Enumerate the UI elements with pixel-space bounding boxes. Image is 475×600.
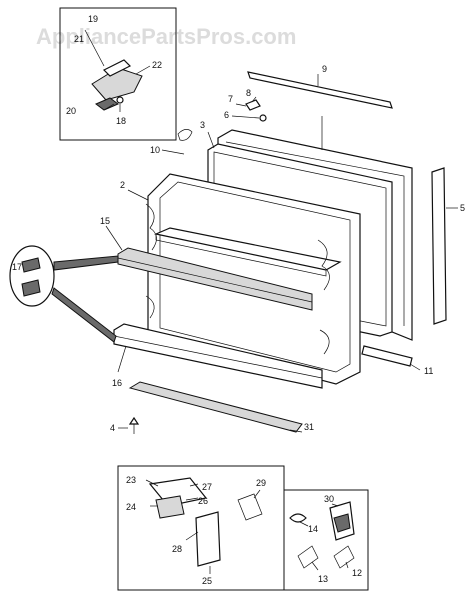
callout-7: 7 bbox=[228, 94, 233, 104]
callout-12: 12 bbox=[352, 568, 362, 578]
liner-shelf bbox=[154, 227, 342, 271]
callout-29: 29 bbox=[256, 478, 266, 488]
cam-washer bbox=[289, 513, 307, 523]
callout-22: 22 bbox=[152, 60, 162, 70]
hinge-detail-box bbox=[59, 7, 177, 141]
callout-26: 26 bbox=[198, 496, 208, 506]
shelf-end-cap-detail bbox=[9, 245, 55, 307]
hinge-pin-plate bbox=[102, 59, 132, 77]
callout-11: 11 bbox=[424, 366, 433, 376]
latch-spring bbox=[237, 493, 263, 521]
callout-5: 5 bbox=[460, 203, 465, 213]
callout-15: 15 bbox=[100, 216, 110, 226]
callout-24: 24 bbox=[126, 502, 136, 512]
end-cap-lower bbox=[21, 279, 41, 297]
callout-30: 30 bbox=[324, 494, 334, 504]
door-stop-screw bbox=[259, 114, 267, 122]
callout-13: 13 bbox=[318, 574, 328, 584]
callout-19: 19 bbox=[88, 14, 98, 24]
hinge-cover bbox=[245, 99, 261, 111]
hinge-shim bbox=[95, 97, 119, 111]
cam-clip-right bbox=[333, 545, 355, 569]
side-trim-strip bbox=[431, 167, 447, 325]
top-trim-strip bbox=[247, 71, 393, 109]
callout-14: 14 bbox=[308, 524, 318, 534]
callout-2: 2 bbox=[120, 180, 125, 190]
callout-4: 4 bbox=[110, 423, 115, 433]
bottom-trim-strip bbox=[361, 345, 413, 367]
latch-bracket bbox=[195, 511, 221, 567]
callout-25: 25 bbox=[202, 576, 212, 586]
callout-21: 21 bbox=[74, 34, 84, 44]
callout-17: 17 bbox=[12, 262, 22, 272]
zoom-pointer-top bbox=[53, 255, 119, 271]
cam-detail-box bbox=[283, 489, 369, 591]
hinge-screw bbox=[116, 96, 124, 104]
callout-28: 28 bbox=[172, 544, 182, 554]
callout-6: 6 bbox=[224, 110, 229, 120]
callout-20: 20 bbox=[66, 106, 76, 116]
callout-3: 3 bbox=[200, 120, 205, 130]
gasket-clip bbox=[177, 129, 193, 141]
watermark-text: AppliancePartsPros.com bbox=[36, 24, 296, 49]
callout-27: 27 bbox=[202, 482, 212, 492]
latch-plate bbox=[155, 495, 185, 519]
door-bottom-strip bbox=[128, 381, 303, 433]
door-cam-insert bbox=[333, 513, 351, 533]
callout-8: 8 bbox=[246, 88, 251, 98]
callout-10: 10 bbox=[150, 145, 160, 155]
callout-9: 9 bbox=[322, 64, 327, 74]
callout-31: 31 bbox=[304, 422, 314, 432]
callout-16: 16 bbox=[112, 378, 122, 388]
callout-18: 18 bbox=[116, 116, 126, 126]
callout-23: 23 bbox=[126, 475, 136, 485]
mounting-screw bbox=[128, 416, 140, 425]
end-cap-upper bbox=[21, 257, 41, 273]
cam-clip-left bbox=[297, 545, 319, 569]
zoom-pointer-bottom bbox=[51, 287, 117, 343]
